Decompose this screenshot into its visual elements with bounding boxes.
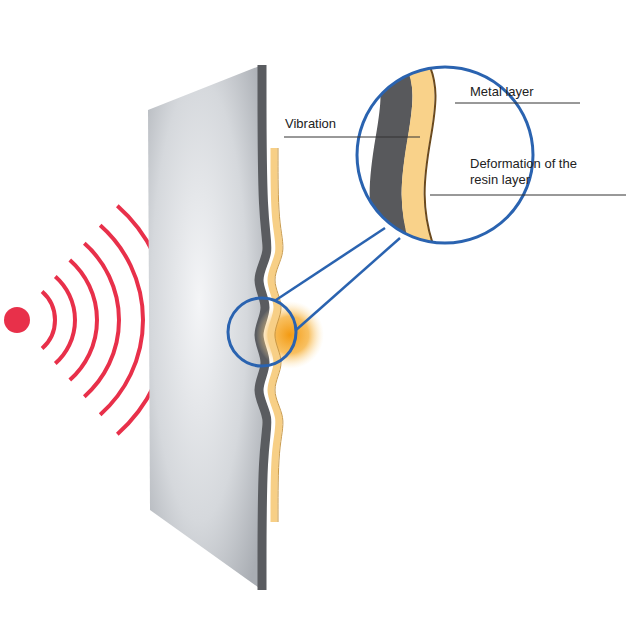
magnifier-line — [296, 238, 400, 330]
leader-line — [455, 103, 580, 104]
magnifier-small-circle — [228, 298, 296, 366]
metal-plate — [148, 65, 262, 590]
sound-wave-arc — [70, 260, 97, 380]
sound-source — [4, 307, 30, 333]
part-label: Vibration — [285, 116, 405, 132]
resin-layer-edge — [275, 148, 283, 522]
sound-wave-arc — [84, 243, 119, 396]
sound-wave-arc — [100, 225, 143, 414]
leader-line — [284, 137, 420, 138]
part-label: Deformation of the resin layer — [470, 156, 598, 188]
sound-wave-arc — [42, 291, 55, 348]
resin-band — [412, 55, 427, 260]
sound-wave-arc — [55, 276, 75, 363]
magnifier-line — [276, 228, 385, 300]
part-label: Metal layer — [470, 84, 590, 100]
leader-line — [430, 195, 626, 196]
metal-layer-line — [424, 55, 439, 260]
